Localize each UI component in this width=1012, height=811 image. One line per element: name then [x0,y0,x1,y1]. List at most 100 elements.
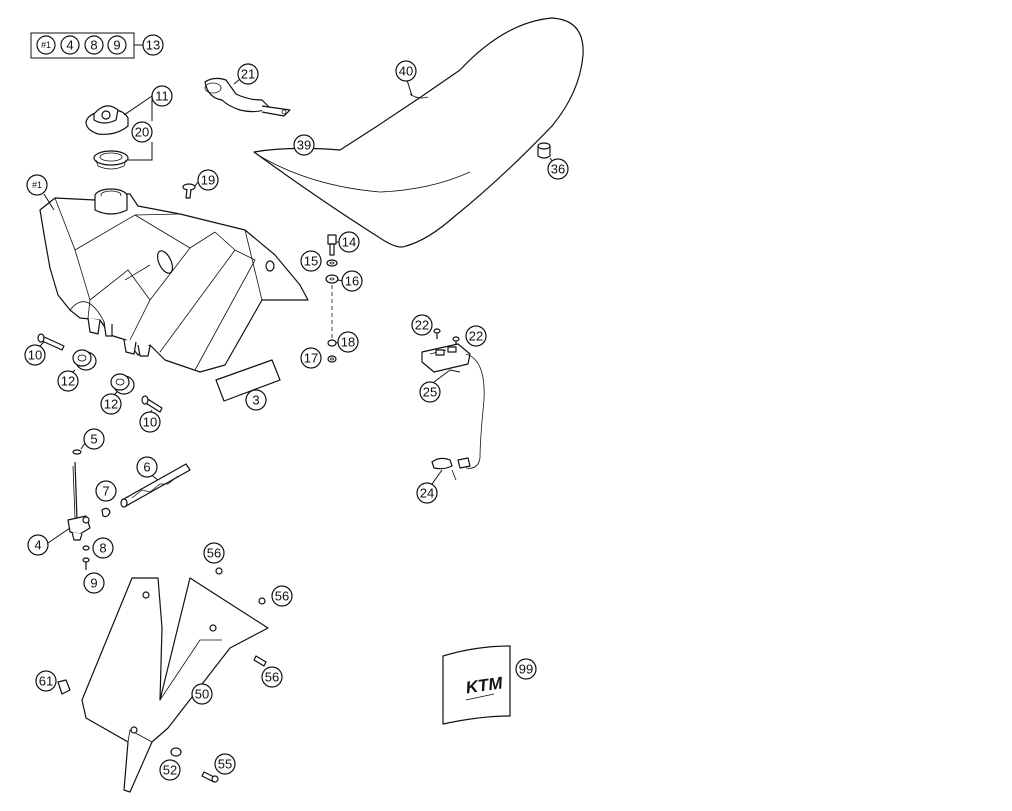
callout-56-bottom: 56 [261,666,283,688]
callout-20: 20 [131,121,153,143]
callout-39: 39 [293,134,315,156]
svg-text:8: 8 [99,541,106,556]
seat [253,17,584,248]
connector-24 [431,457,471,481]
callout-10-upper: 10 [24,344,46,366]
svg-text:22: 22 [415,318,429,333]
svg-text:3: 3 [252,393,259,408]
callout-tank: #1 [26,174,48,196]
callout-19: 19 [197,169,219,191]
svg-text:56: 56 [207,546,221,561]
warning-sticker [215,359,281,402]
spoiler-50 [81,577,269,793]
callout-61: 61 [35,670,57,692]
screw-56-bottom [253,655,267,667]
callout-24: 24 [416,482,438,504]
svg-text:25: 25 [423,385,437,400]
callout-22-left: 22 [411,314,433,336]
svg-text:39: 39 [297,138,311,153]
svg-text:#1: #1 [41,40,51,50]
svg-text:10: 10 [28,348,42,363]
screw-10-lower [141,395,163,413]
svg-text:7: 7 [102,484,109,499]
svg-text:99: 99 [519,662,533,677]
washer-15 [326,259,338,267]
kit-item-1: #1 [36,35,56,55]
nut-18 [327,339,337,347]
callout-36: 36 [547,158,569,180]
svg-text:21: 21 [241,67,255,82]
buffer-36 [537,142,551,159]
svg-text:9: 9 [113,38,120,53]
screw-56-top [215,567,223,575]
callout-8: 8 [92,537,114,559]
callout-52: 52 [159,759,181,781]
callout-50: 50 [191,683,213,705]
washer-16 [325,274,339,284]
svg-text:15: 15 [304,254,318,269]
callout-18: 18 [337,331,359,353]
callout-7: 7 [95,480,117,502]
callout-13: 13 [142,34,164,56]
bushing-12-upper [72,349,97,371]
callout-3: 3 [245,389,267,411]
svg-text:13: 13 [146,38,160,53]
fuel-tap-4 [67,461,91,541]
svg-text:56: 56 [275,589,289,604]
sensor-25 [421,343,485,469]
svg-text:56: 56 [265,670,279,685]
svg-text:22: 22 [469,329,483,344]
svg-text:20: 20 [135,125,149,140]
svg-text:11: 11 [155,89,169,104]
callout-5: 5 [83,428,105,450]
bushing-12-lower [110,373,135,395]
kit-item-3: 8 [84,35,104,55]
washer-17 [327,355,337,363]
screw-22-left [433,328,441,339]
callout-10-lower: 10 [139,411,161,433]
callout-40: 40 [395,60,417,82]
svg-text:19: 19 [201,173,215,188]
fuel-tank [39,188,309,373]
svg-text:36: 36 [551,162,565,177]
screw-10-upper [37,333,65,351]
svg-text:12: 12 [104,397,118,412]
seal-ring-5 [72,449,82,455]
svg-text:50: 50 [195,687,209,702]
tank-cover-21 [204,77,291,117]
svg-text:61: 61 [39,674,53,689]
svg-text:14: 14 [342,235,356,250]
kit-item-4: 9 [107,35,127,55]
fuel-hose-6 [120,463,191,508]
kit-item-2: 4 [60,35,80,55]
svg-text:16: 16 [345,274,359,289]
callout-56-mid: 56 [271,585,293,607]
clip-61 [57,679,71,695]
callout-15: 15 [300,250,322,272]
callout-25: 25 [419,381,441,403]
svg-text:5: 5 [90,432,97,447]
callout-12-upper: 12 [57,370,79,392]
svg-text:4: 4 [66,38,73,53]
grommet-19 [182,183,196,199]
callout-99: 99 [515,658,537,680]
callout-12-lower: 12 [100,393,122,415]
callout-21: 21 [237,63,259,85]
screw-55 [201,771,219,783]
callout-16: 16 [341,270,363,292]
washer-52 [170,747,182,757]
svg-text:24: 24 [420,486,434,501]
callout-11: 11 [151,85,173,107]
svg-text:17: 17 [304,351,318,366]
svg-text:12: 12 [61,374,75,389]
logo-decal-99: KTM [442,645,511,725]
callout-4: 4 [27,534,49,556]
kit-group: #1 4 8 9 13 [30,32,164,59]
clamp-7 [101,507,111,518]
callout-9: 9 [83,572,105,594]
svg-text:8: 8 [90,38,97,53]
svg-text:#1: #1 [32,180,42,190]
cap-seal [93,150,129,170]
washer-8 [82,545,90,551]
